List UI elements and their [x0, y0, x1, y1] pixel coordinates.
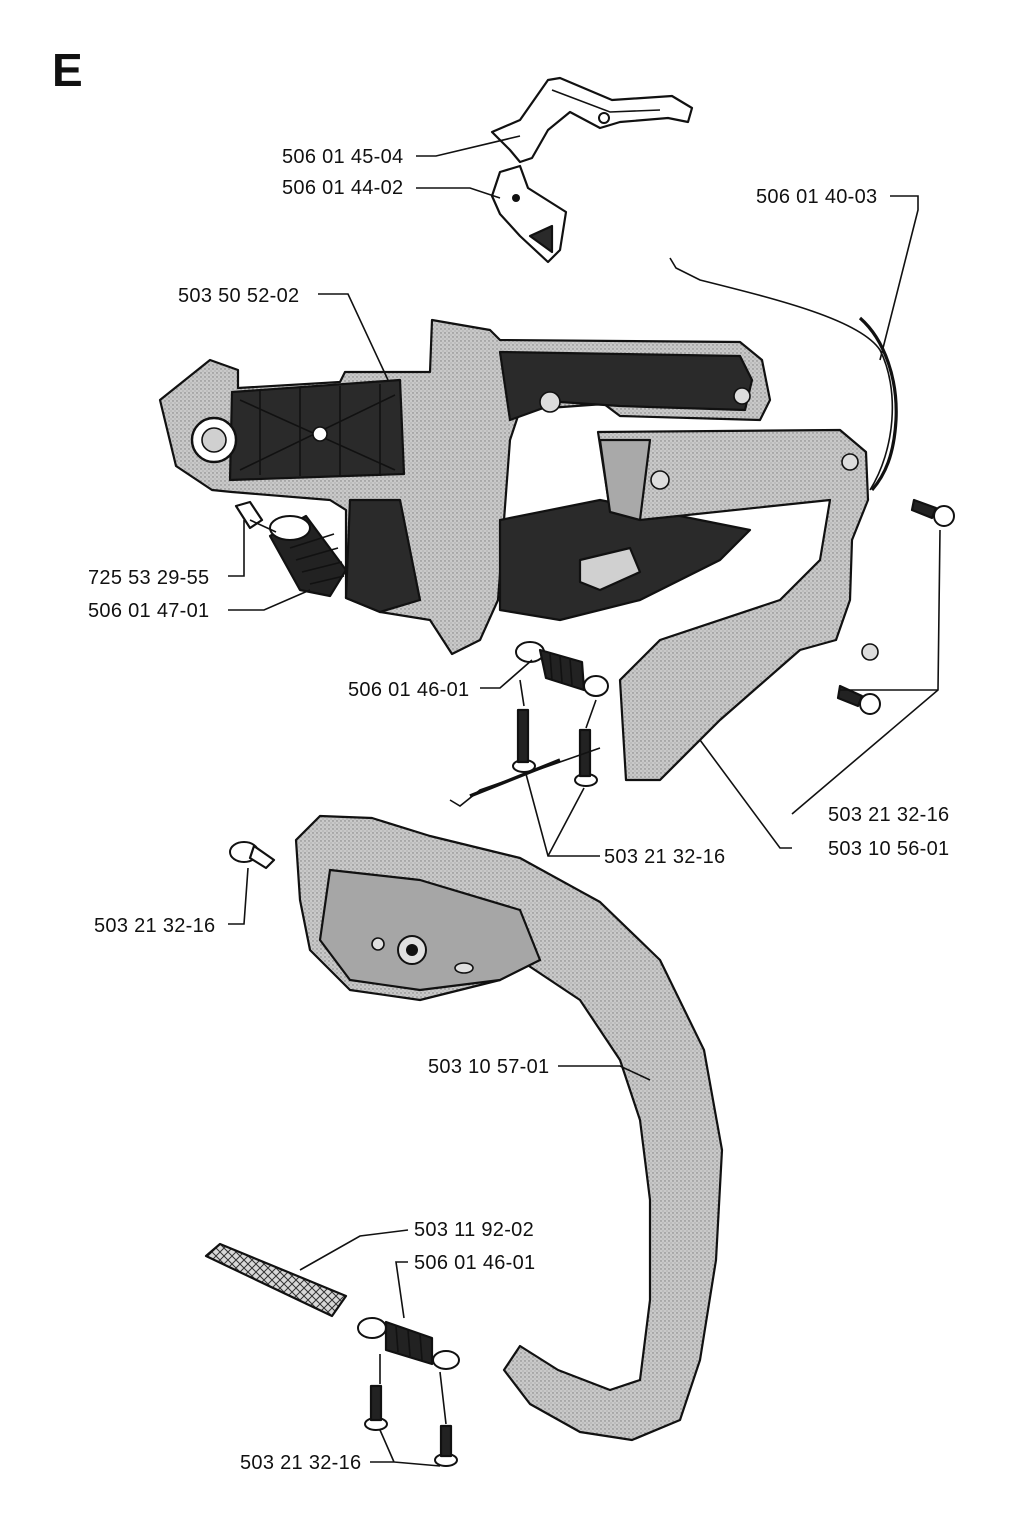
part-label-spring-lower: 506 01 46-01: [414, 1252, 535, 1274]
screw-lower-right-part: [434, 1424, 458, 1467]
screw-upper-right-part: [910, 498, 955, 527]
part-label-front-handle: 503 10 57-01: [428, 1056, 549, 1078]
part-label-screw-right: 503 21 32-16: [828, 804, 949, 826]
part-label-buffer-screw: 725 53 29-55: [88, 567, 209, 589]
part-label-screw-center: 503 21 32-16: [604, 846, 725, 868]
leader-lines: [228, 135, 941, 1467]
part-label-rear-handle: 503 50 52-02: [178, 285, 299, 307]
throttle-wire-part: [669, 257, 898, 492]
throttle-lock-part: [490, 164, 568, 264]
front-handle-bar-part: [294, 814, 724, 1442]
handle-cover-part: [596, 428, 879, 782]
part-label-screw-left: 503 21 32-16: [94, 915, 215, 937]
part-label-throttle-wire: 506 01 40-03: [756, 186, 877, 208]
screw-mid-right-part: [836, 684, 881, 715]
tension-spring-upper-part: [515, 641, 609, 697]
part-label-throttle-lock: 506 01 44-02: [282, 177, 403, 199]
wire-rod-part: [449, 747, 601, 807]
rubber-pad-part: [204, 1242, 348, 1318]
buffer-spring-part: [268, 514, 348, 598]
screw-lower-left-part: [364, 1384, 388, 1431]
part-label-trigger: 506 01 45-04: [282, 146, 403, 168]
part-label-rubber-pad: 503 11 92-02: [414, 1219, 534, 1241]
screw-mid-left-part: [512, 708, 536, 773]
part-label-buffer-spring: 506 01 47-01: [88, 600, 209, 622]
screw-left-part: [229, 841, 276, 870]
part-label-screw-lower: 503 21 32-16: [240, 1452, 361, 1474]
screw-mid-center-part: [574, 728, 598, 787]
throttle-lever-part: [490, 76, 694, 164]
part-label-spring-upper: 506 01 46-01: [348, 679, 469, 701]
buffer-screw-part: [234, 500, 277, 533]
rear-handle-housing-part: [158, 318, 772, 656]
section-letter: E: [52, 44, 83, 96]
part-label-handle-cover: 503 10 56-01: [828, 838, 949, 860]
tension-spring-lower-part: [357, 1317, 460, 1370]
